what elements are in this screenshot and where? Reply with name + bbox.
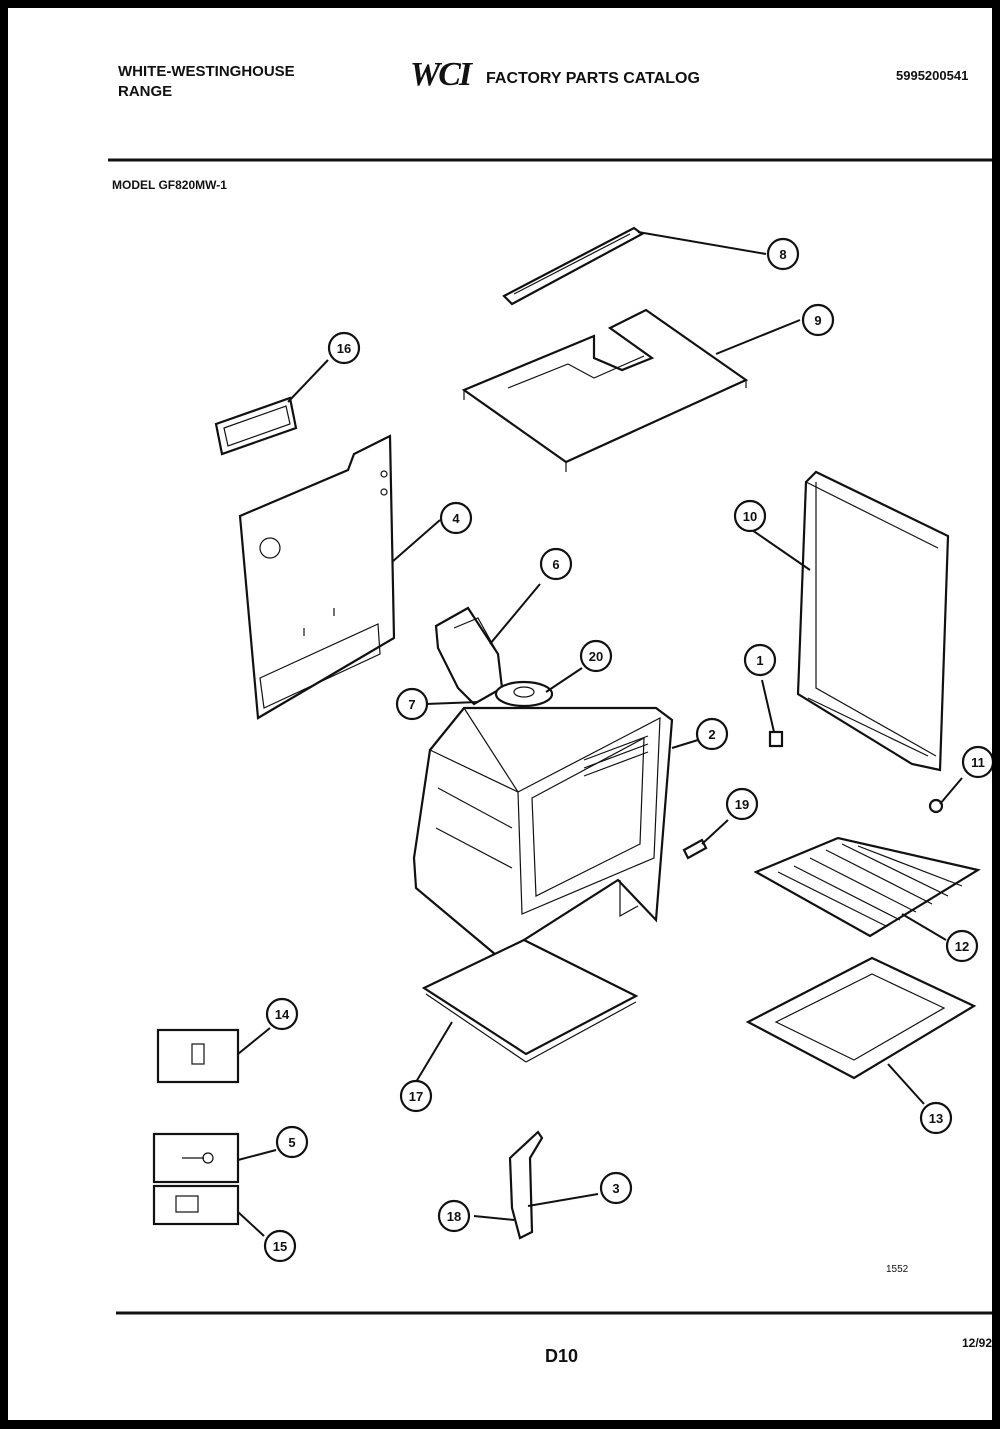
callout-number: 5 (288, 1135, 295, 1150)
part-8-trim-strip (502, 226, 645, 306)
figure-number: 1552 (886, 1264, 909, 1275)
callout-2-9: 2 (695, 717, 729, 751)
model-label: MODEL GF820MW-1 (112, 178, 227, 192)
callout-number: 16 (337, 341, 351, 356)
part-20-burner (494, 680, 554, 708)
part-4-back-panel (238, 434, 396, 720)
callout-14-13: 14 (265, 997, 299, 1031)
callout-number: 10 (743, 509, 757, 524)
brand-label: WHITE-WESTINGHOUSE RANGE (118, 62, 295, 102)
exploded-parts-diagram (108, 158, 992, 1315)
part-13-broiler-frame (745, 956, 977, 1080)
callout-4-3: 4 (439, 501, 473, 535)
part-2-oven-body (412, 706, 674, 962)
brand-line-2: RANGE (118, 83, 173, 100)
callout-number: 13 (929, 1111, 943, 1126)
callout-number: 18 (447, 1209, 461, 1224)
catalog-number: 5995200541 (896, 68, 969, 83)
catalog-title: FACTORY PARTS CATALOG (486, 70, 700, 87)
callout-number: 11 (971, 755, 985, 770)
callout-number: 1 (756, 653, 763, 668)
callout-3-17: 3 (599, 1171, 633, 1205)
callout-8-0: 8 (766, 237, 800, 271)
part-14-kit (156, 1028, 240, 1084)
callout-number: 9 (814, 313, 821, 328)
callout-number: 3 (612, 1181, 619, 1196)
callout-16-2: 16 (327, 331, 361, 365)
part-19-small-bracket (682, 838, 708, 860)
callout-7-8: 7 (395, 687, 429, 721)
callout-10-4: 10 (733, 499, 767, 533)
callout-number: 7 (408, 697, 415, 712)
callout-5-16: 5 (275, 1125, 309, 1159)
callout-17-14: 17 (399, 1079, 433, 1113)
part-9-top-panel (461, 308, 749, 472)
wci-logo: WCI (410, 56, 472, 93)
callout-6-5: 6 (539, 547, 573, 581)
callout-number: 15 (273, 1239, 287, 1254)
part-12-oven-rack (753, 836, 981, 938)
parts-catalog-page: WHITE-WESTINGHOUSE RANGE WCI FACTORY PAR… (8, 8, 992, 1420)
part-10-side-panel (796, 470, 950, 772)
callout-9-1: 9 (801, 303, 835, 337)
callout-15-19: 15 (263, 1229, 297, 1263)
part-15-kit (152, 1184, 240, 1226)
callout-12-12: 12 (945, 929, 979, 963)
callout-number: 12 (955, 939, 969, 954)
callout-1-7: 1 (743, 643, 777, 677)
part-1-clip (768, 730, 784, 748)
leader-lines (237, 231, 963, 1237)
part-16-bracket (214, 396, 298, 456)
part-17-bottom-panel (421, 938, 639, 1063)
callout-number: 20 (589, 649, 603, 664)
part-5-kit (152, 1132, 240, 1184)
callout-number: 19 (735, 797, 749, 812)
callout-20-6: 20 (579, 639, 613, 673)
callout-number: 2 (708, 727, 715, 742)
brand-line-1: WHITE-WESTINGHOUSE (118, 63, 295, 80)
part-11-knob (928, 798, 944, 814)
callout-number: 14 (275, 1007, 290, 1022)
callout-18-18: 18 (437, 1199, 471, 1233)
callout-number: 17 (409, 1089, 423, 1104)
callout-19-11: 19 (725, 787, 759, 821)
callout-number: 4 (452, 511, 460, 526)
catalog-date: 12/92 (962, 1336, 992, 1350)
callout-11-10: 11 (961, 745, 992, 779)
callout-number: 6 (552, 557, 559, 572)
callout-number: 8 (779, 247, 786, 262)
callout-13-15: 13 (919, 1101, 953, 1135)
page-id: D10 (545, 1346, 579, 1366)
part-3-18-hinge (508, 1130, 544, 1240)
